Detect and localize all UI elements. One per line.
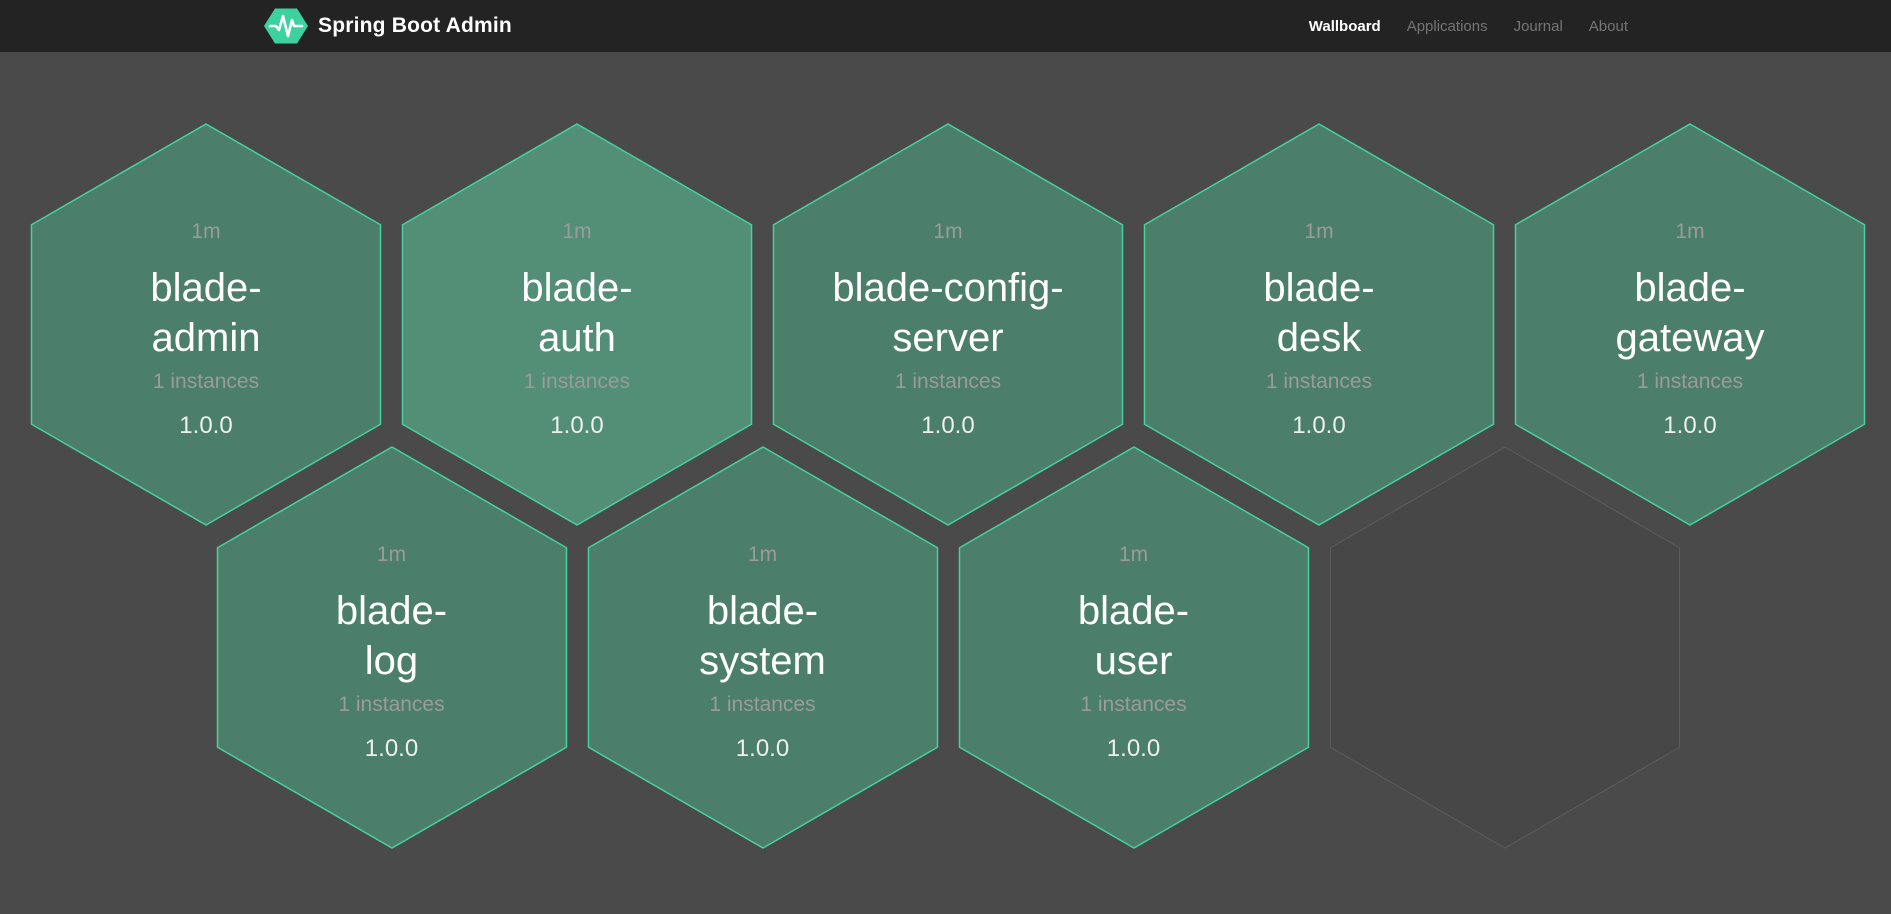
hexagon-shape [587,446,938,849]
hexagon-shape [1329,446,1680,849]
nav-item-about[interactable]: About [1588,17,1628,35]
hexagon-shape [772,123,1124,526]
app-title: Spring Boot Admin [318,14,512,37]
nav-item-applications[interactable]: Applications [1406,17,1488,35]
nav-item-journal[interactable]: Journal [1513,17,1563,35]
app-hexagon-blade-user[interactable]: 1m blade- user 1 instances 1.0.0 [958,446,1310,849]
hexagon-shape [30,123,382,526]
top-navbar: Spring Boot Admin Wallboard Applications J… [0,0,1891,52]
spring-boot-admin-logo-icon [264,8,308,44]
main-nav: Wallboard Applications Journal About [1309,0,1628,52]
nav-item-wallboard[interactable]: Wallboard [1308,17,1381,35]
app-hexagon-blade-system[interactable]: 1m blade- system 1 instances 1.0.0 [587,446,939,849]
hexagon-shape [958,446,1309,849]
hexagon-shape [401,123,753,526]
hexagon-shape [1143,123,1495,526]
placeholder-hexagon [1329,446,1681,849]
brand: Spring Boot Admin [263,0,512,52]
hexagon-shape [1514,123,1866,526]
hexagon-shape [216,446,567,849]
app-hexagon-blade-log[interactable]: 1m blade- log 1 instances 1.0.0 [216,446,568,849]
